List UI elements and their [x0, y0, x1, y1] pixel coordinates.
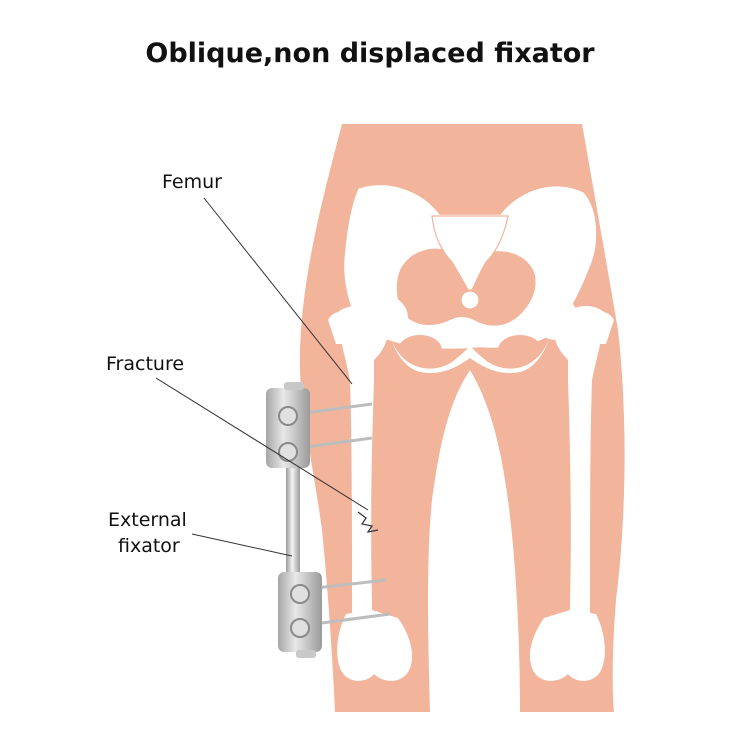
pubic-arch	[390, 336, 550, 374]
fixator-rod	[286, 440, 300, 588]
external-fixator	[266, 382, 322, 658]
label-femur: Femur	[162, 171, 222, 193]
label-external-fixator-line2: fixator	[118, 535, 180, 557]
fixator-clamp-upper	[266, 388, 310, 468]
sacrum	[431, 215, 509, 310]
femur-left	[328, 296, 413, 681]
fracture-crack	[357, 511, 379, 533]
obturator-foramina	[398, 335, 542, 365]
leader-lines	[155, 197, 369, 557]
label-external-fixator-line1: External	[108, 509, 187, 531]
clamp-bolts	[278, 406, 310, 638]
label-fracture: Fracture	[106, 353, 184, 375]
diagram-title: Oblique,non displaced fixator	[145, 38, 595, 69]
fixator-clamp-lower	[278, 572, 322, 652]
femur-right	[529, 296, 614, 681]
